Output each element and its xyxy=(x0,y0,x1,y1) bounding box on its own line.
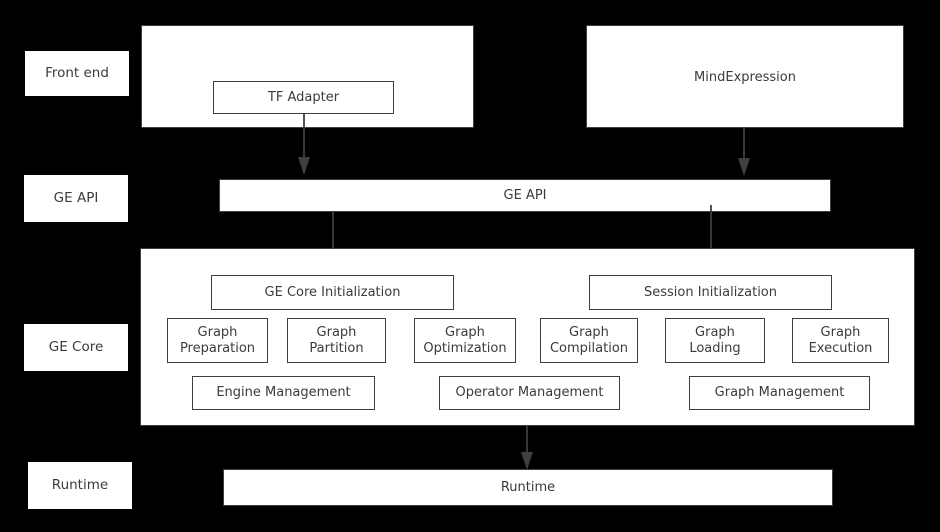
ge-core-initialization-box[interactable]: GE Core Initialization xyxy=(211,275,454,310)
runtime-bar[interactable]: Runtime xyxy=(223,469,833,506)
rail-label-ge-api: GE API xyxy=(24,175,128,222)
mindexpression-label: MindExpression xyxy=(694,70,796,85)
operator-management-box[interactable]: Operator Management xyxy=(439,376,620,410)
graph-partition-box[interactable]: Graph Partition xyxy=(287,318,386,363)
mindexpression-panel[interactable]: MindExpression xyxy=(586,25,904,128)
arrow-tf-adapter-to-ge-api xyxy=(298,113,310,175)
graph-execution-box[interactable]: Graph Execution xyxy=(792,318,889,363)
graph-optimization-box[interactable]: Graph Optimization xyxy=(414,318,516,363)
session-initialization-box[interactable]: Session Initialization xyxy=(589,275,832,310)
graph-preparation-box[interactable]: Graph Preparation xyxy=(167,318,268,363)
arrow-mindexpression-to-ge-api xyxy=(738,128,750,176)
arrow-ge-core-to-runtime xyxy=(521,426,533,470)
graph-loading-box[interactable]: Graph Loading xyxy=(665,318,765,363)
graph-management-box[interactable]: Graph Management xyxy=(689,376,870,410)
engine-management-box[interactable]: Engine Management xyxy=(192,376,375,410)
rail-label-ge-core: GE Core xyxy=(24,324,128,371)
tf-adapter-box[interactable]: TF Adapter xyxy=(213,81,394,114)
ge-api-bar[interactable]: GE API xyxy=(219,179,831,212)
graph-compilation-box[interactable]: Graph Compilation xyxy=(540,318,638,363)
rail-label-front-end: Front end xyxy=(25,51,129,96)
rail-label-runtime: Runtime xyxy=(28,462,132,509)
